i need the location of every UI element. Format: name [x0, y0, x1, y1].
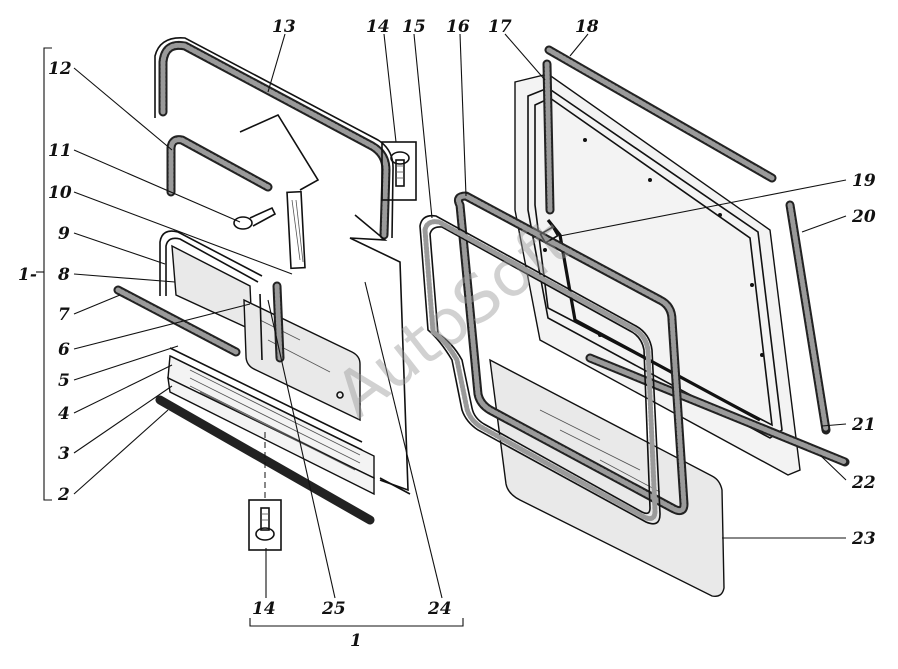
- label-18: 18: [575, 17, 599, 37]
- label-7: 7: [58, 305, 70, 325]
- label-5: 5: [58, 371, 70, 391]
- frame-channel: [546, 219, 761, 422]
- seal-strip-18: [544, 45, 777, 183]
- label-25: 25: [321, 599, 346, 619]
- strip-7: [113, 285, 241, 357]
- label-13: 13: [272, 17, 296, 37]
- bottom-group-bracket: [249, 618, 464, 627]
- assembly-lines: [239, 113, 411, 500]
- label-9: 9: [58, 224, 70, 244]
- window-seal-16: [454, 191, 689, 516]
- channel-13: [154, 37, 394, 240]
- seal-strip-22: [585, 353, 850, 467]
- label-3: 3: [58, 444, 70, 464]
- label-20: 20: [851, 207, 876, 227]
- label-6: 6: [58, 340, 70, 360]
- glass-frame-9: [159, 230, 263, 296]
- label-14-bottom: 14: [252, 599, 276, 619]
- label-2: 2: [57, 485, 70, 505]
- window-glass-23: [489, 358, 725, 598]
- label-17: 17: [488, 17, 512, 37]
- label-4: 4: [58, 404, 70, 424]
- clip-19: [539, 226, 559, 244]
- strip-2: [155, 395, 375, 525]
- label-14-top: 14: [366, 17, 390, 37]
- left-group-bracket: [36, 47, 52, 501]
- window-seal-15: [419, 214, 661, 525]
- seal-strip-20: [785, 200, 831, 435]
- label-15: 15: [402, 17, 426, 37]
- screw-11: [233, 206, 277, 230]
- label-1-left: 1-: [18, 265, 37, 285]
- bracket-10: [286, 190, 306, 270]
- seal-strip-17: [542, 59, 555, 215]
- channel-25: [259, 281, 285, 363]
- label-1-bottom: 1: [350, 631, 362, 651]
- screw-box-14-bottom: [248, 499, 282, 551]
- label-19: 19: [852, 171, 876, 191]
- label-8: 8: [57, 265, 70, 285]
- screw-box-14-top: [381, 141, 417, 201]
- label-23: 23: [851, 529, 876, 549]
- label-10: 10: [48, 183, 72, 203]
- label-12: 12: [48, 59, 72, 79]
- leader-lines: [73, 33, 847, 599]
- label-21: 21: [851, 415, 876, 435]
- channel-12: [166, 135, 273, 197]
- label-16: 16: [446, 17, 470, 37]
- label-11: 11: [48, 141, 72, 161]
- label-24: 24: [427, 599, 452, 619]
- label-22: 22: [851, 473, 876, 493]
